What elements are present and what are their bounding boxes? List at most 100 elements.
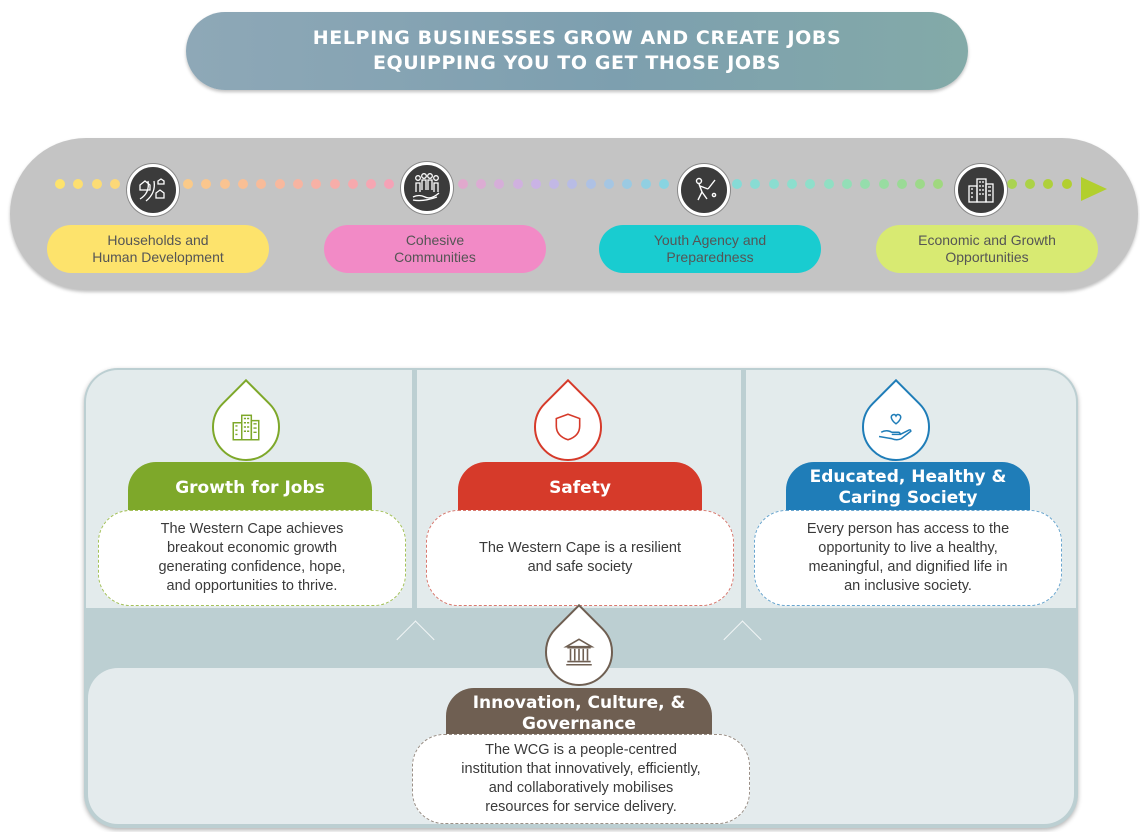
path-dot (658, 179, 669, 189)
path-dot (530, 179, 541, 189)
growth-desc-line: generating confidence, hope, (158, 559, 346, 575)
path-dot (732, 179, 743, 189)
stage-cohesive: Cohesive Communities (324, 225, 546, 273)
stage-youth-line2: Preparedness (666, 249, 754, 265)
safety-drop (519, 378, 617, 476)
stage-economic: Economic and Growth Opportunities (876, 225, 1098, 273)
path-dot (841, 179, 852, 189)
institution-icon (563, 638, 595, 666)
innovation-desc-line: resources for service delivery. (485, 799, 677, 815)
path-dot (1061, 179, 1072, 189)
community-hand-icon (401, 162, 453, 214)
path-dot (878, 179, 889, 189)
educated-desc-line: opportunity to live a healthy, (818, 540, 998, 556)
path-dot (219, 179, 230, 189)
banner-line-2: EQUIPPING YOU TO GET THOSE JOBS (372, 52, 782, 74)
buildings-icon (955, 164, 1007, 216)
path-dot (549, 179, 560, 189)
growth-description: The Western Cape achieves breakout econo… (98, 510, 406, 606)
educated-title: Educated, Healthy & Caring Society (786, 462, 1030, 514)
path-dot (292, 179, 303, 189)
path-dot (1043, 179, 1054, 189)
path-dot (201, 179, 212, 189)
path-dot (274, 179, 285, 189)
path-dot (55, 179, 65, 189)
growth-desc-line: breakout economic growth (166, 540, 338, 556)
path-dot (933, 179, 944, 189)
innovation-desc-line: The WCG is a people-centred (485, 742, 677, 758)
path-dot (860, 179, 871, 189)
heart-hand-icon (878, 413, 912, 441)
path-dot (512, 179, 523, 189)
path-dot (183, 179, 194, 189)
path-dot (73, 179, 84, 189)
innovation-description: The WCG is a people-centred institution … (412, 734, 750, 824)
path-dot (823, 179, 834, 189)
path-dot (1006, 179, 1017, 189)
safety-desc-line: and safe society (527, 559, 633, 575)
chevron-up-icon (396, 620, 435, 659)
educated-desc-line: meaningful, and dignified life in (808, 559, 1008, 575)
stage-households-line2: Human Development (92, 249, 224, 265)
growth-desc-line: and opportunities to thrive. (166, 578, 338, 594)
path-dot (768, 179, 779, 189)
safety-desc-line: The Western Cape is a resilient (478, 540, 682, 556)
growth-desc-line: The Western Cape achieves (160, 521, 344, 537)
path-dot (475, 179, 486, 189)
pathway-arrow-icon (1081, 177, 1107, 201)
stage-youth: Youth Agency and Preparedness (599, 225, 821, 273)
path-dot (585, 179, 596, 189)
path-dot (347, 179, 358, 189)
path-dot (567, 179, 578, 189)
stage-households: Households and Human Development (47, 225, 269, 273)
banner-line-1: HELPING BUSINESSES GROW AND CREATE JOBS (312, 27, 842, 49)
path-dot (311, 179, 322, 189)
cricket-player-icon (678, 164, 730, 216)
educated-title-line2: Caring Society (838, 488, 978, 508)
path-dot (256, 179, 267, 189)
path-dot (366, 179, 377, 189)
growth-title: Growth for Jobs (128, 462, 372, 514)
safety-title: Safety (458, 462, 702, 514)
path-dot (384, 179, 395, 189)
stage-cohesive-line1: Cohesive (405, 232, 465, 248)
path-dot (787, 179, 797, 189)
stage-economic-line1: Economic and Growth (918, 232, 1056, 248)
innovation-desc-line: institution that innovatively, efficient… (461, 761, 701, 777)
path-dot (750, 179, 761, 189)
buildings-icon (232, 414, 260, 441)
stage-economic-line2: Opportunities (945, 249, 1029, 265)
shield-icon (555, 413, 581, 441)
educated-description: Every person has access to the opportuni… (754, 510, 1062, 606)
path-dot (494, 179, 505, 189)
chevron-up-icon (723, 620, 762, 659)
path-dot (91, 179, 102, 189)
houses-road-icon (127, 164, 179, 216)
innovation-title-line1: Innovation, Culture, & (472, 693, 686, 713)
banner: HELPING BUSINESSES GROW AND CREATE JOBS … (186, 12, 968, 90)
path-dot (805, 179, 816, 189)
innovation-title: Innovation, Culture, & Governance (446, 688, 712, 740)
path-dot (457, 179, 468, 189)
safety-description: The Western Cape is a resilient and safe… (426, 510, 734, 606)
growth-drop (197, 378, 295, 476)
educated-desc-line: an inclusive society. (844, 578, 972, 594)
growth-title-text: Growth for Jobs (175, 477, 325, 498)
path-dot (109, 179, 120, 189)
innovation-title-line2: Governance (522, 714, 636, 734)
educated-title-line1: Educated, Healthy & (809, 467, 1007, 487)
path-dot (622, 179, 633, 189)
stage-youth-line1: Youth Agency and (653, 232, 767, 248)
path-dot (640, 179, 651, 189)
stage-households-line1: Households and (107, 232, 209, 248)
path-dot (238, 179, 248, 189)
path-dot (604, 179, 614, 189)
educated-desc-line: Every person has access to the (806, 521, 1010, 537)
safety-title-text: Safety (549, 477, 611, 498)
path-dot (1024, 179, 1035, 189)
educated-drop (847, 378, 945, 476)
innovation-drop (530, 603, 628, 701)
path-dot (896, 179, 907, 189)
stage-cohesive-line2: Communities (394, 249, 476, 265)
path-dot (329, 179, 340, 189)
